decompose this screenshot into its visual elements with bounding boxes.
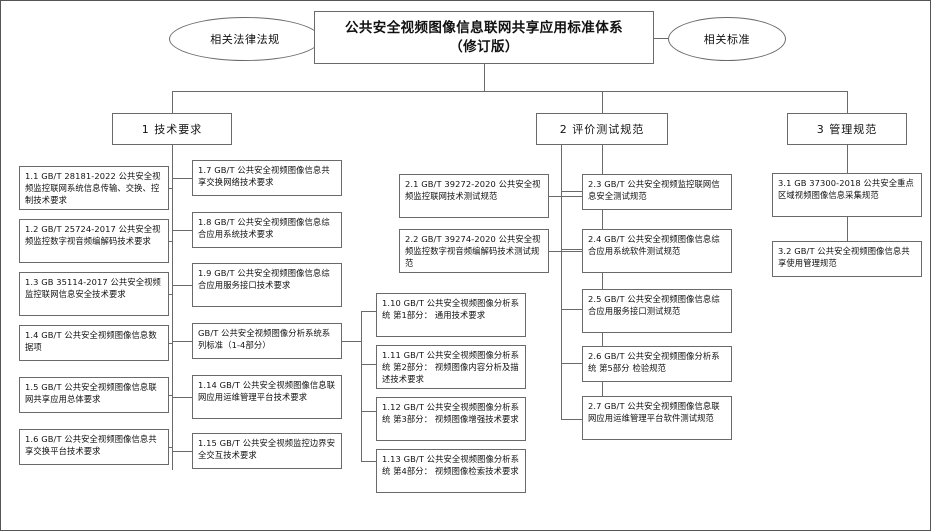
std-box-1-14: 1.14 GB/T 公共安全视频图像信息联网应用运维管理平台技术要求: [192, 375, 342, 419]
stub-2-4: [561, 249, 583, 250]
std-text-2-7: 2.7 GB/T 公共安全视频图像信息联网应用运维管理平台软件测试规范: [588, 401, 720, 423]
stub-1-6: [169, 447, 173, 448]
std-box-1-7: 1.7 GB/T 公共安全视频图像信息共享交换网络技术要求: [192, 160, 342, 196]
stub-1-11: [361, 364, 377, 365]
std-box-series-1-4: GB/T 公共安全视频图像分析系统系列标准（1-4部分）: [192, 323, 342, 359]
connector-3-1-to-3-2: [847, 217, 848, 242]
std-box-1-2: 1.2 GB/T 25724-2017 公共安全视频监控数字视音频编解码技术要求: [19, 219, 169, 263]
connector-drop-branch3: [847, 91, 848, 113]
left-ellipse-legal-regulations: 相关法律法规: [169, 17, 321, 61]
branch-label-3: 3 管理规范: [816, 122, 878, 136]
std-text-2-4: 2.4 GB/T 公共安全视频图像信息综合应用系统软件测试规范: [588, 234, 720, 256]
std-box-1-1: 1.1 GB/T 28181-2022 公共安全视频监控联网系统信息传输、交换、…: [19, 166, 169, 210]
std-box-2-2: 2.2 GB/T 39274-2020 公共安全视频监控数字视音频编解码技术测试…: [399, 229, 549, 273]
stub-1-9: [172, 285, 193, 286]
connector-drop-branch2: [602, 91, 603, 113]
stub-1-1: [169, 188, 173, 189]
std-box-1-5: 1.5 GB/T 公共安全视频图像信息联网共享应用总体要求: [19, 377, 169, 413]
stub-2-2: [549, 251, 603, 252]
stub-1-2: [169, 241, 173, 242]
std-box-1-3: 1.3 GB 35114-2017 公共安全视频监控联网信息安全技术要求: [19, 272, 169, 316]
stub-2-1: [549, 196, 603, 197]
stub-1-15: [172, 451, 193, 452]
std-text-3-2: 3.2 GB/T 公共安全视频图像信息共享使用管理规范: [778, 246, 910, 268]
stub-1-14: [172, 397, 193, 398]
branch-label-1: 1 技术要求: [141, 122, 203, 136]
std-box-2-5: 2.5 GB/T 公共安全视频图像信息综合应用服务接口测试规范: [582, 289, 732, 333]
stub-1-4: [169, 343, 173, 344]
stub-series: [172, 341, 193, 342]
std-text-1-6: 1.6 GB/T 公共安全视频图像信息共享交换平台技术要求: [25, 434, 157, 456]
std-text-2-3: 2.3 GB/T 公共安全视频监控联网信息安全测试规范: [588, 179, 720, 201]
root-subtitle: （修订版）: [449, 38, 519, 55]
root-title-box: 公共安全视频图像信息联网共享应用标准体系 （修订版）: [314, 11, 654, 64]
branch-label-2: 2 评价测试规范: [559, 122, 645, 136]
stub-1-12: [361, 411, 377, 412]
connector-root-down: [484, 64, 485, 91]
std-text-2-1: 2.1 GB/T 39272-2020 公共安全视频监控联网技术测试规范: [405, 179, 541, 201]
std-box-1-13: 1.13 GB/T 公共安全视频图像分析系统 第4部分： 视频图像检索技术要求: [376, 449, 526, 493]
std-box-2-4: 2.4 GB/T 公共安全视频图像信息综合应用系统软件测试规范: [582, 229, 732, 273]
branch-box-management: 3 管理规范: [787, 113, 907, 145]
std-box-1-15: 1.15 GB/T 公共安全视频监控边界安全交互技术要求: [192, 433, 342, 469]
std-box-1-9: 1.9 GB/T 公共安全视频图像信息综合应用服务接口技术要求: [192, 263, 342, 307]
std-text-1-14: 1.14 GB/T 公共安全视频图像信息联网应用运维管理平台技术要求: [198, 380, 336, 402]
std-box-3-1: 3.1 GB 37300-2018 公共安全重点区域视频图像信息采集规范: [772, 173, 922, 217]
stub-2-7: [561, 419, 583, 420]
connector-drop-branch1: [172, 91, 173, 113]
std-text-1-13: 1.13 GB/T 公共安全视频图像分析系统 第4部分： 视频图像检索技术要求: [382, 454, 520, 476]
stub-2-6: [561, 363, 583, 364]
stub-1-13: [361, 461, 377, 462]
spine-tech-main: [172, 145, 173, 470]
std-text-2-5: 2.5 GB/T 公共安全视频图像信息综合应用服务接口测试规范: [588, 294, 720, 316]
std-text-1-8: 1.8 GB/T 公共安全视频图像信息综合应用系统技术要求: [198, 217, 330, 239]
std-box-2-6: 2.6 GB/T 公共安全视频图像分析系统 第5部分 检验规范: [582, 346, 732, 382]
std-text-3-1: 3.1 GB 37300-2018 公共安全重点区域视频图像信息采集规范: [778, 178, 914, 200]
spine-series-sub: [361, 311, 362, 461]
stub-1-7: [172, 178, 193, 179]
std-text-1-12: 1.12 GB/T 公共安全视频图像分析系统 第3部分： 视频图像增强技术要求: [382, 402, 520, 424]
std-text-1-1: 1.1 GB/T 28181-2022 公共安全视频监控联网系统信息传输、交换、…: [25, 171, 161, 205]
branch-box-tech-requirements: 1 技术要求: [112, 113, 232, 145]
stub-1-3: [169, 294, 173, 295]
std-box-1-8: 1.8 GB/T 公共安全视频图像信息综合应用系统技术要求: [192, 212, 342, 248]
std-text-1-5: 1.5 GB/T 公共安全视频图像信息联网共享应用总体要求: [25, 382, 157, 404]
right-ellipse-label: 相关标准: [703, 33, 751, 46]
left-ellipse-label: 相关法律法规: [210, 33, 280, 46]
std-text-1-4: 1.4 GB/T 公共安全视频图像信息数据项: [25, 330, 157, 352]
connector-main-bus: [172, 91, 847, 92]
stub-1-10: [361, 311, 377, 312]
stub-2-3: [561, 191, 583, 192]
std-text-2-6: 2.6 GB/T 公共安全视频图像分析系统 第5部分 检验规范: [588, 351, 720, 373]
std-text-1-3: 1.3 GB 35114-2017 公共安全视频监控联网信息安全技术要求: [25, 277, 161, 299]
std-text-1-9: 1.9 GB/T 公共安全视频图像信息综合应用服务接口技术要求: [198, 268, 330, 290]
std-box-1-10: 1.10 GB/T 公共安全视频图像分析系统 第1部分： 通用技术要求: [376, 293, 526, 337]
connector-right-to-root: [654, 38, 668, 39]
std-text-1-2: 1.2 GB/T 25724-2017 公共安全视频监控数字视音频编解码技术要求: [25, 224, 161, 246]
stub-1-5: [169, 395, 173, 396]
std-text-2-2: 2.2 GB/T 39274-2020 公共安全视频监控数字视音频编解码技术测试…: [405, 234, 541, 268]
branch-box-evaluation-test: 2 评价测试规范: [536, 113, 668, 145]
std-box-2-3: 2.3 GB/T 公共安全视频监控联网信息安全测试规范: [582, 174, 732, 210]
std-box-2-7: 2.7 GB/T 公共安全视频图像信息联网应用运维管理平台软件测试规范: [582, 396, 732, 440]
std-box-2-1: 2.1 GB/T 39272-2020 公共安全视频监控联网技术测试规范: [399, 174, 549, 218]
spine-eval-left-rail: [561, 145, 562, 419]
std-text-1-10: 1.10 GB/T 公共安全视频图像分析系统 第1部分： 通用技术要求: [382, 298, 520, 320]
stub-1-8: [172, 230, 193, 231]
spine-mgmt-main: [847, 145, 848, 190]
std-text-1-15: 1.15 GB/T 公共安全视频监控边界安全交互技术要求: [198, 438, 336, 460]
connector-series-out: [342, 341, 361, 342]
std-box-1-6: 1.6 GB/T 公共安全视频图像信息共享交换平台技术要求: [19, 429, 169, 465]
std-text-series: GB/T 公共安全视频图像分析系统系列标准（1-4部分）: [198, 328, 331, 350]
right-ellipse-related-standards: 相关标准: [668, 17, 786, 61]
root-title: 公共安全视频图像信息联网共享应用标准体系: [345, 20, 623, 37]
std-text-1-11: 1.11 GB/T 公共安全视频图像分析系统 第2部分： 视频图像内容分析及描述…: [382, 350, 520, 384]
std-box-1-12: 1.12 GB/T 公共安全视频图像分析系统 第3部分： 视频图像增强技术要求: [376, 397, 526, 441]
std-box-3-2: 3.2 GB/T 公共安全视频图像信息共享使用管理规范: [772, 241, 922, 277]
std-box-1-11: 1.11 GB/T 公共安全视频图像分析系统 第2部分： 视频图像内容分析及描述…: [376, 345, 526, 389]
std-text-1-7: 1.7 GB/T 公共安全视频图像信息共享交换网络技术要求: [198, 165, 330, 187]
stub-2-5: [561, 309, 583, 310]
std-box-1-4: 1.4 GB/T 公共安全视频图像信息数据项: [19, 325, 169, 361]
